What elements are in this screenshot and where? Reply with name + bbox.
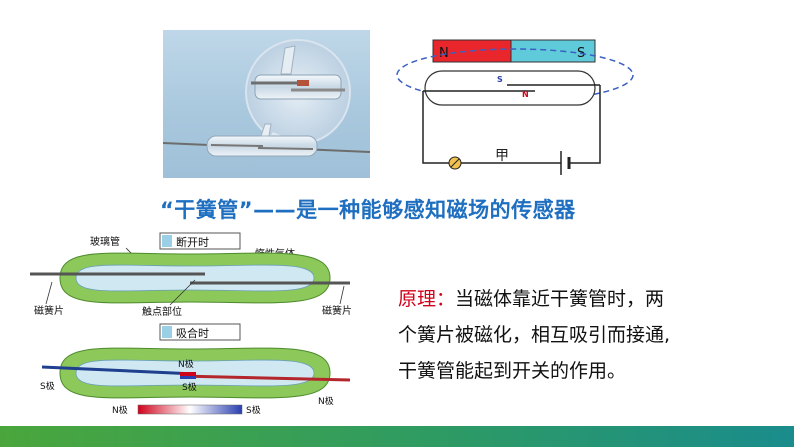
reed-n-label: N bbox=[522, 90, 529, 99]
reed-tube bbox=[424, 70, 596, 106]
principle-line-3: 干簧管能起到开关的作用。 bbox=[398, 360, 627, 382]
glass-tube-label: 玻璃管 bbox=[90, 235, 120, 248]
principle-line-1-text: 当磁体靠近干簧管时，两 bbox=[455, 288, 665, 310]
reed-s-label: S bbox=[497, 75, 503, 84]
bar-s-label: S极 bbox=[246, 404, 261, 416]
closed-state-box bbox=[159, 323, 241, 341]
principle-separator: ： bbox=[436, 288, 456, 310]
open-state-label: 断开时 bbox=[176, 235, 209, 249]
component-label: 甲 bbox=[495, 148, 509, 164]
open-state-box bbox=[159, 232, 241, 250]
pole-s-left-label: S极 bbox=[40, 380, 55, 392]
pole-s-mid-label: S极 bbox=[182, 381, 197, 393]
bar-n-label: N极 bbox=[112, 404, 128, 416]
principle-text: 原理：当磁体靠近干簧管时，两 个簧片被磁化，相互吸引而接通, 干簧管能起到开关的… bbox=[398, 281, 758, 389]
footer-bar bbox=[0, 426, 794, 447]
reed-switch-photo-art bbox=[163, 39, 370, 157]
pole-gradient-bar bbox=[137, 404, 243, 415]
principle-line-2: 个簧片被磁化，相互吸引而接通, bbox=[398, 324, 671, 346]
contact-label: 触点部位 bbox=[142, 305, 182, 318]
closed-state-label: 吸合时 bbox=[176, 326, 209, 340]
pole-n-top-label: N极 bbox=[178, 358, 194, 370]
reed-switch-photo bbox=[163, 30, 370, 178]
reed-right-label: 磁簧片 bbox=[322, 304, 352, 317]
reed-switch-structure-diagram: 断开时 玻璃管 惰性气体 磁簧片 触点部位 磁簧片 吸合时 N极 S极 S极 N… bbox=[30, 228, 370, 418]
principle-heading: 原理 bbox=[398, 288, 437, 310]
principle-line-1: 原理：当磁体靠近干簧管时，两 bbox=[398, 281, 758, 317]
slide-title: “干簧管”——是一种能够感知磁场的传感器 bbox=[160, 198, 576, 222]
pole-n-right-label: N极 bbox=[318, 395, 334, 407]
circuit-diagram: N S S N 甲 bbox=[385, 35, 635, 180]
reed-left-label: 磁簧片 bbox=[34, 304, 64, 317]
